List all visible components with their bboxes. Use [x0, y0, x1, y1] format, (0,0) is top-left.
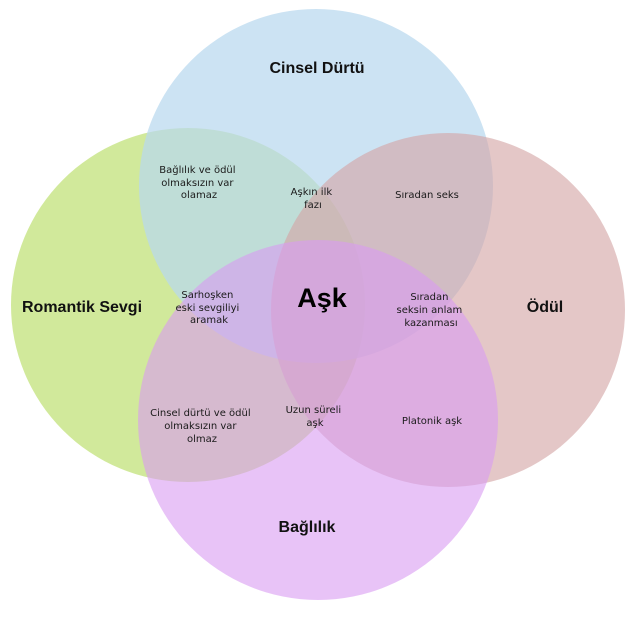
center-label: Aşk — [297, 283, 348, 313]
region-label-baglilik-odul: Platonik aşk — [402, 416, 462, 427]
set-label-baglilik: Bağlılık — [279, 519, 336, 536]
region-label-cinsel-romantik: Bağlılık ve ödül olmaksızın var olamaz — [159, 164, 238, 201]
set-label-cinsel-durtu: Cinsel Dürtü — [269, 60, 364, 77]
region-label-romantik-baglilik: Cinsel dürtü ve ödül olmaksızın var olma… — [150, 408, 254, 445]
region-label-cinsel-odul: Sıradan seks — [395, 190, 459, 201]
region-label-ilk-faz: Aşkın ilk fazı — [291, 187, 336, 211]
region-label-odul-cinsel-baglilik: Sıradan seksin anlam kazanması — [397, 292, 466, 329]
circle-baglilik — [138, 240, 498, 600]
region-label-uzun-sureli: Uzun süreli aşk — [286, 405, 345, 429]
set-label-odul: Ödül — [527, 297, 563, 316]
set-label-romantik-sevgi: Romantik Sevgi — [22, 299, 142, 316]
region-label-romantik-baglilik-cinsel: Sarhoşken eski sevgiliyi aramak — [176, 290, 243, 326]
